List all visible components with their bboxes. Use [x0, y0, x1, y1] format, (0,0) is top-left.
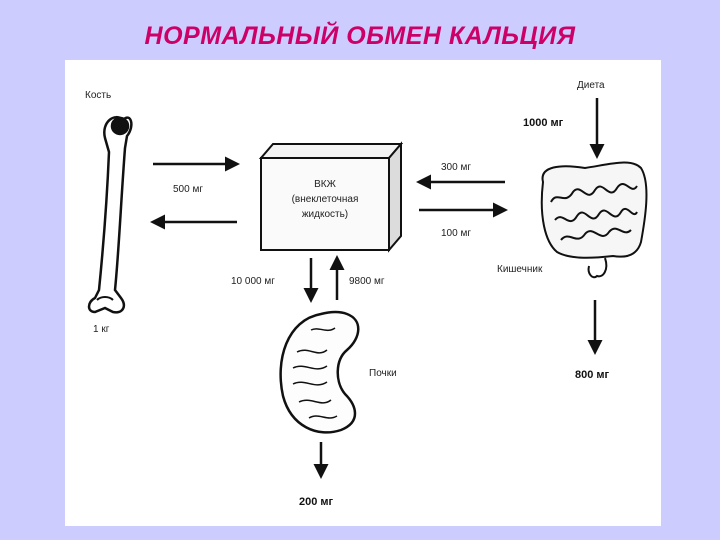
- intestine-label: Кишечник: [497, 264, 543, 275]
- flow-kidney-ecf: 9800 мг: [349, 276, 385, 287]
- diet-label: Диета: [577, 80, 605, 91]
- flow-ecf-intestine: 100 мг: [441, 228, 471, 239]
- calcium-diagram: Кость 1 кг 500 мг ВКЖ (внеклеточная жидк…: [85, 80, 648, 508]
- kidney-icon: [279, 310, 360, 434]
- ecf-label-1: ВКЖ: [314, 179, 336, 190]
- bone-icon: [87, 115, 133, 314]
- flow-ecf-kidney: 10 000 мг: [231, 276, 275, 287]
- diagram-panel: Кость 1 кг 500 мг ВКЖ (внеклеточная жидк…: [65, 60, 661, 526]
- flow-urine-loss: 200 мг: [299, 496, 334, 508]
- flow-fecal-loss: 800 мг: [575, 369, 610, 381]
- ecf-label-2: (внеклеточная: [292, 194, 359, 205]
- intestine-icon: [540, 161, 648, 279]
- bone-label: Кость: [85, 90, 111, 101]
- kidney-label: Почки: [369, 368, 397, 379]
- slide-title: НОРМАЛЬНЫЙ ОБМЕН КАЛЬЦИЯ: [144, 22, 576, 50]
- flow-intestine-ecf: 300 мг: [441, 162, 471, 173]
- diet-intake: 1000 мг: [523, 117, 564, 129]
- bone-mass: 1 кг: [93, 324, 110, 335]
- ecf-box: [258, 141, 404, 253]
- ecf-label-3: жидкость): [302, 209, 348, 220]
- flow-bone-ecf: 500 мг: [173, 184, 203, 195]
